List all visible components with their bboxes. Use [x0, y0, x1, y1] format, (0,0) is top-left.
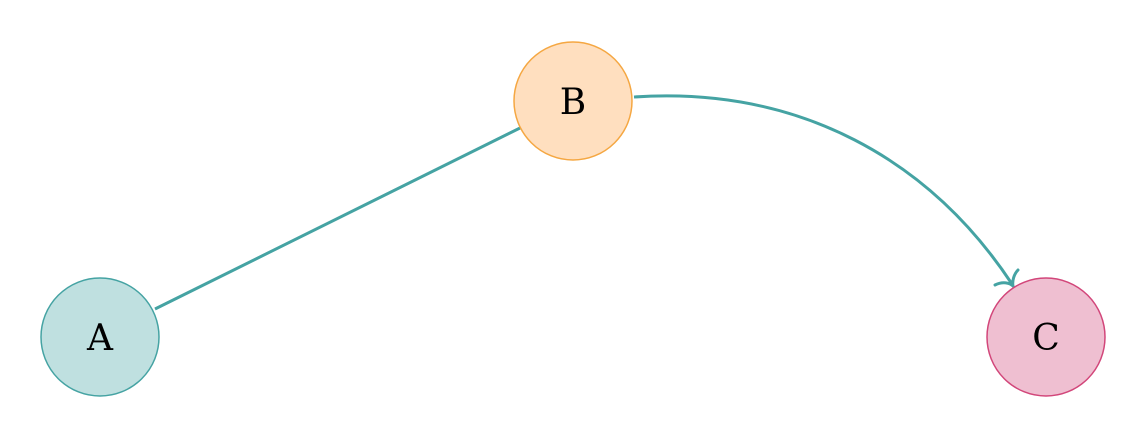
- node-a[interactable]: A: [40, 277, 160, 397]
- node-c[interactable]: C: [986, 277, 1106, 397]
- node-b[interactable]: B: [513, 41, 633, 161]
- edge-a-b: [154, 126, 521, 311]
- arrowhead-icon: [993, 268, 1020, 291]
- node-label: B: [560, 82, 586, 123]
- node-label: A: [86, 318, 114, 359]
- edge-b-c: [633, 94, 1014, 285]
- node-label: C: [1032, 318, 1060, 359]
